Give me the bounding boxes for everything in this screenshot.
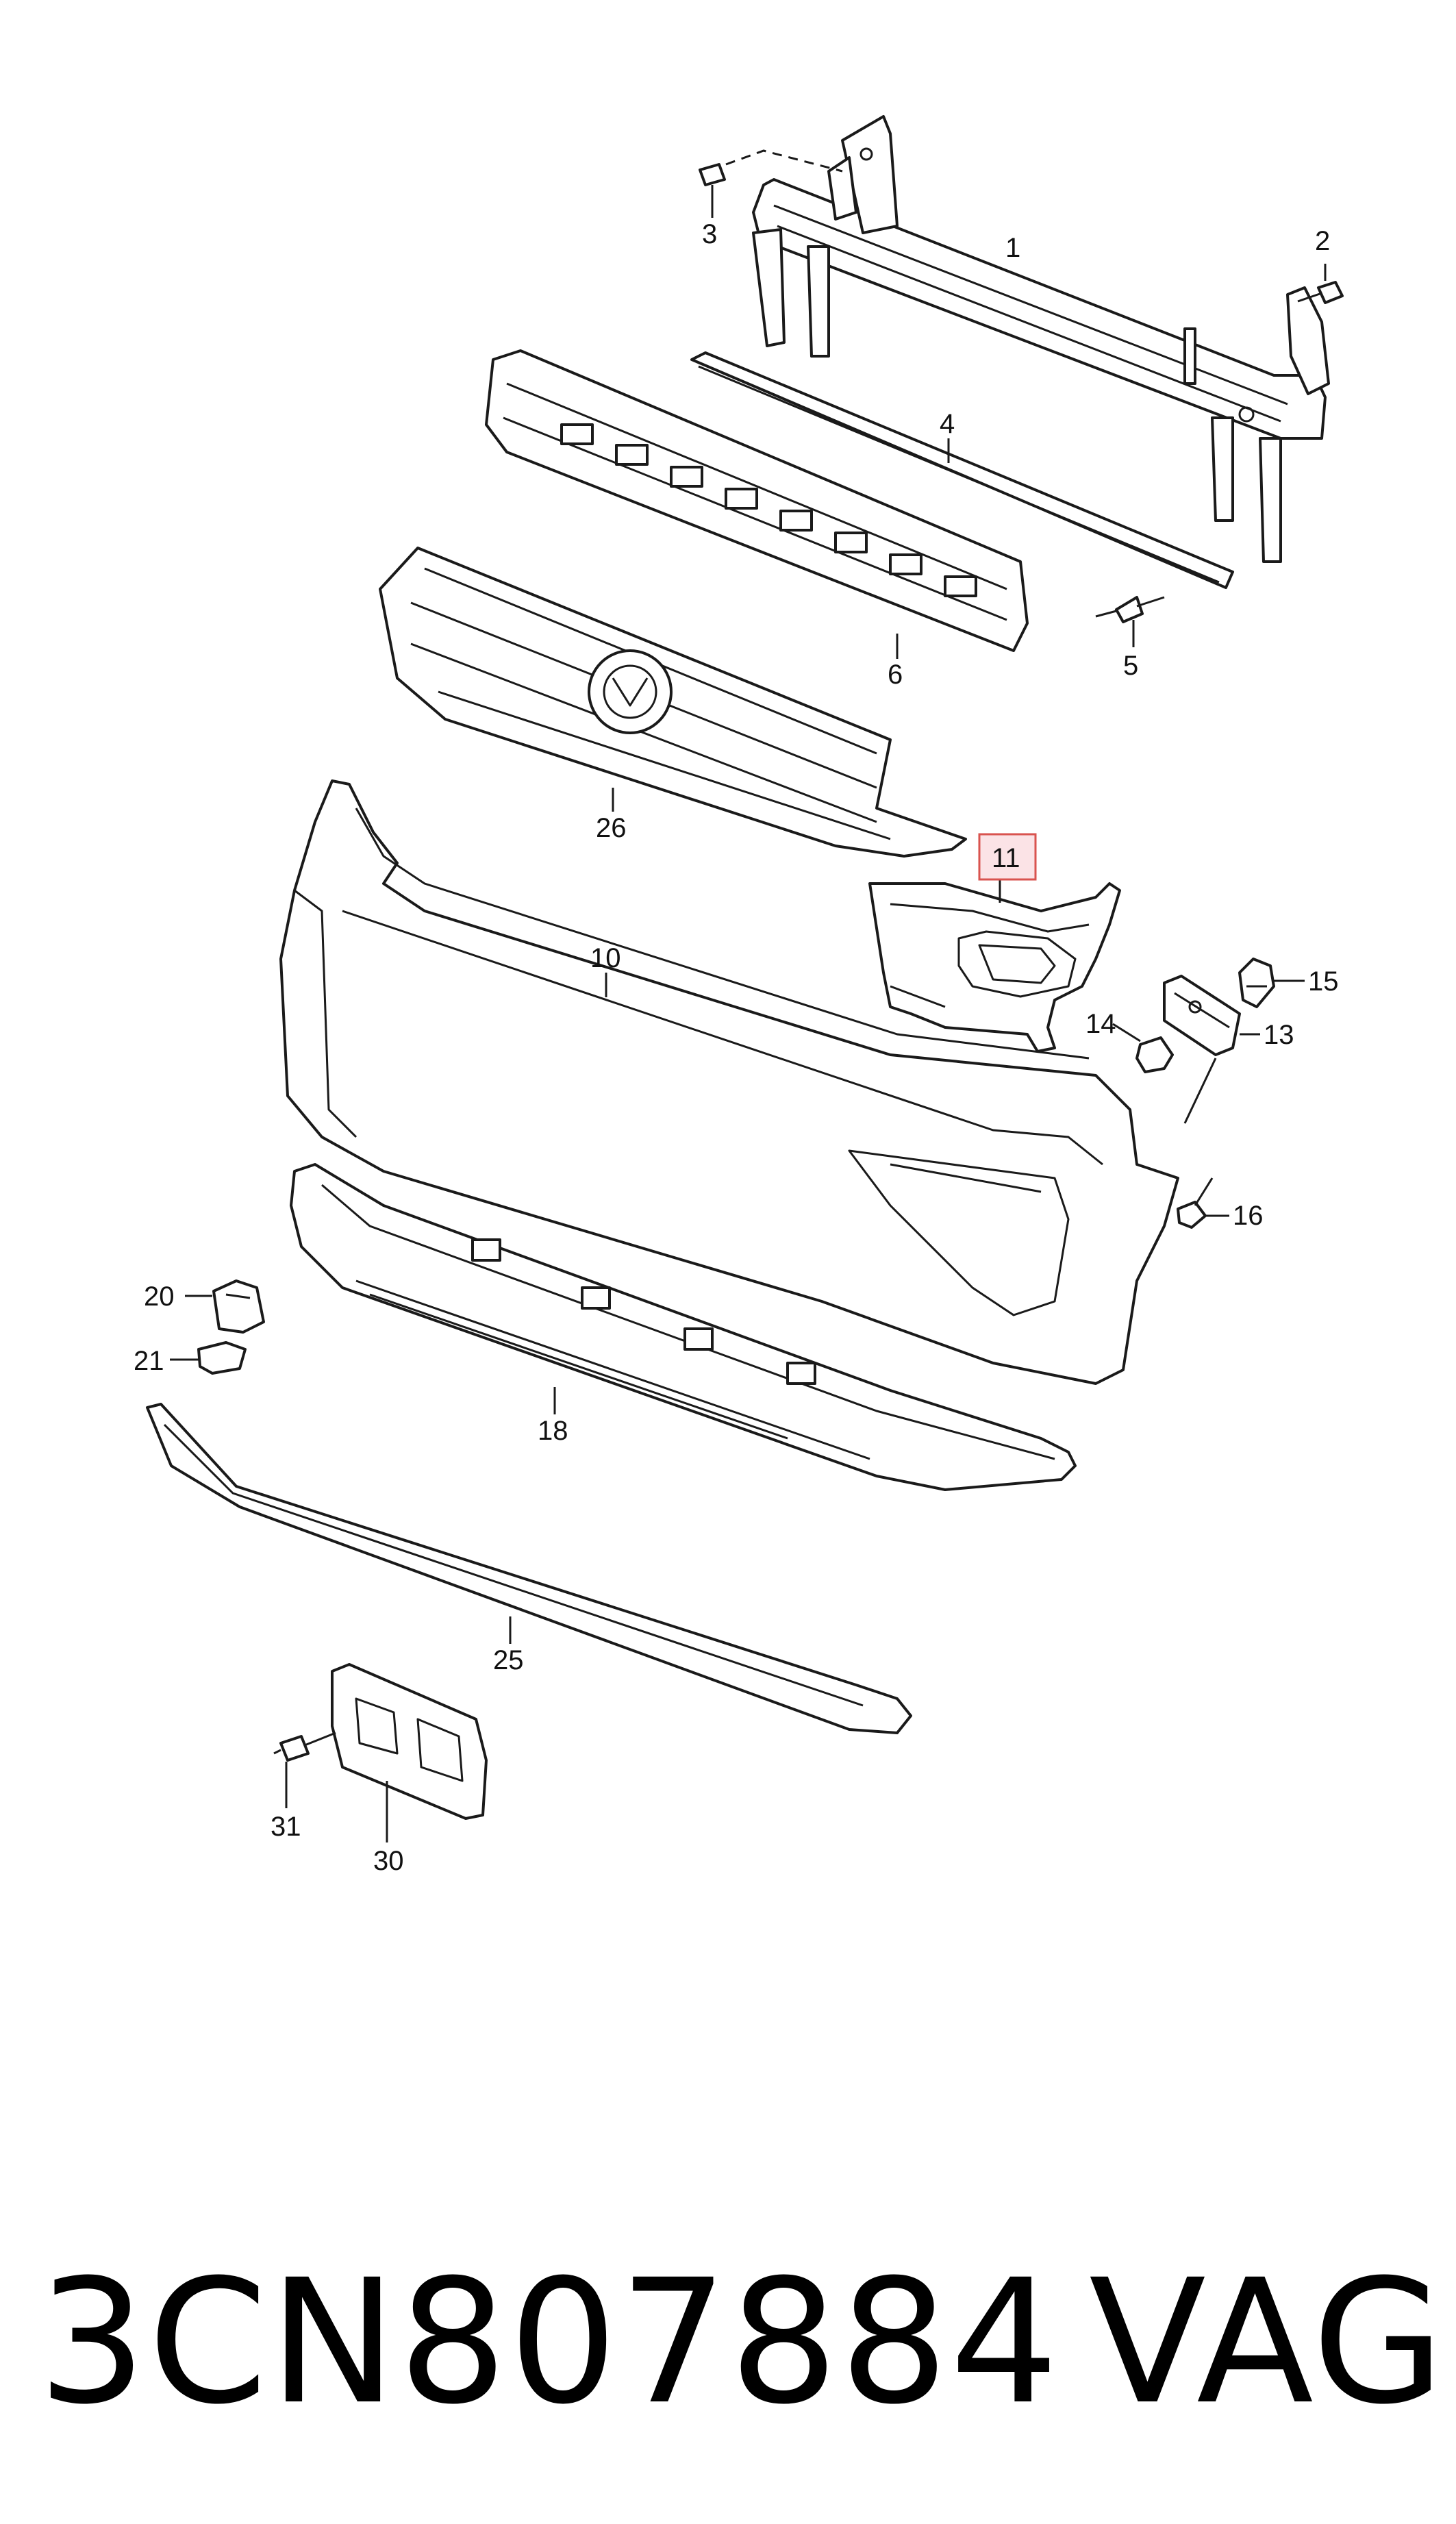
callout-16: 16: [1233, 1201, 1264, 1231]
callout-6: 6: [888, 660, 903, 690]
part-21-clip: [170, 1341, 247, 1375]
callout-3: 3: [702, 219, 717, 249]
part-4-seal-strip: [690, 351, 1234, 589]
part-15-expanding-nut: [1238, 958, 1305, 1008]
part-18-lower-grille: [290, 1163, 1077, 1491]
part-3-bolt: [699, 149, 843, 218]
part-26-radiator-grille: [379, 547, 967, 858]
callout-15: 15: [1308, 966, 1339, 997]
part-30-license-plate-bracket: [331, 1663, 488, 1842]
callout-18: 18: [538, 1416, 568, 1446]
callout-11: 11: [992, 843, 1020, 873]
part-10-bumper-cover: [279, 779, 1179, 1385]
part-14-nut: [1112, 1023, 1174, 1073]
callout-11-highlight: [978, 833, 1037, 881]
part-11-guide-bracket: [868, 880, 1121, 1053]
callout-1: 1: [1005, 233, 1020, 263]
part-20-clip: [185, 1279, 265, 1334]
brand-label: VAG: [1089, 2242, 1446, 2442]
callout-5: 5: [1123, 651, 1138, 681]
part-2-bolt: [1297, 264, 1344, 304]
callout-13: 13: [1264, 1020, 1294, 1050]
part-number-label: 3CN807884: [38, 2242, 1060, 2442]
part-1-crossmember: [752, 115, 1330, 563]
part-5-rivet: [1095, 596, 1165, 647]
part-31-rivet: [273, 1732, 336, 1808]
callout-10: 10: [590, 943, 621, 973]
callout-20: 20: [144, 1282, 175, 1312]
callout-31: 31: [271, 1812, 301, 1842]
callout-2: 2: [1315, 226, 1330, 256]
callout-21: 21: [134, 1346, 164, 1376]
part-13-sliding-bracket: [1163, 975, 1260, 1124]
part-25-trim-strip: [146, 1403, 912, 1734]
callout-14: 14: [1085, 1009, 1116, 1039]
callout-30: 30: [373, 1846, 404, 1876]
callout-4: 4: [940, 409, 955, 439]
part-6-grille-carrier: [485, 349, 1029, 659]
callout-25: 25: [493, 1645, 524, 1675]
callout-26: 26: [596, 813, 627, 843]
part-16-screw: [1177, 1177, 1229, 1229]
